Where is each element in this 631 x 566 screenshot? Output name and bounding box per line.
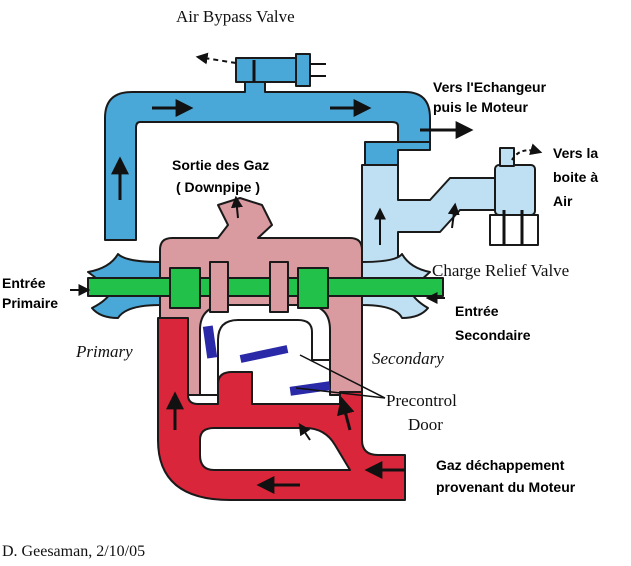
label-precontrol-1: Precontrol <box>386 391 457 410</box>
label-entree-primaire-2: Primaire <box>2 295 58 311</box>
boost-pipe-right <box>364 141 431 166</box>
flow-arrows <box>70 99 474 494</box>
label-sortie-gaz-2: ( Downpipe ) <box>176 179 260 195</box>
label-entree-primaire-1: Entrée <box>2 275 46 291</box>
label-gaz-echappement-1: Gaz déchappement <box>436 457 565 473</box>
label-vers-echangeur-1: Vers l'Echangeur <box>433 79 547 95</box>
shaft <box>87 277 444 297</box>
label-charge-relief-valve: Charge Relief Valve <box>432 261 569 280</box>
label-sortie-gaz-1: Sortie des Gaz <box>172 157 269 173</box>
primary-compressor-wheel <box>169 267 201 309</box>
secondary-turbine-wheel <box>269 261 289 313</box>
label-vers-boite-3: Air <box>553 193 573 209</box>
label-primary: Primary <box>75 342 133 361</box>
label-vers-boite-1: Vers la <box>553 145 598 161</box>
label-gaz-echappement-2: provenant du Moteur <box>436 479 576 495</box>
exhaust-island <box>199 427 351 471</box>
boost-pipe <box>104 79 431 241</box>
label-secondary: Secondary <box>372 349 444 368</box>
label-precontrol-2: Door <box>408 415 443 434</box>
bypass-valve <box>195 52 326 87</box>
label-vers-echangeur-2: puis le Moteur <box>433 99 528 115</box>
credit-text: D. Geesaman, 2/10/05 <box>2 543 145 560</box>
charge-relief-valve <box>489 143 543 246</box>
exhaust-flaps <box>202 325 331 396</box>
label-vers-boite-2: boite à <box>553 169 598 185</box>
primary-turbine-wheel <box>209 261 229 313</box>
label-entree-secondaire-2: Secondaire <box>455 327 531 343</box>
label-entree-secondaire-1: Entrée <box>455 303 499 319</box>
label-air-bypass-valve: Air Bypass Valve <box>176 7 295 26</box>
secondary-compressor-wheel <box>297 267 329 309</box>
